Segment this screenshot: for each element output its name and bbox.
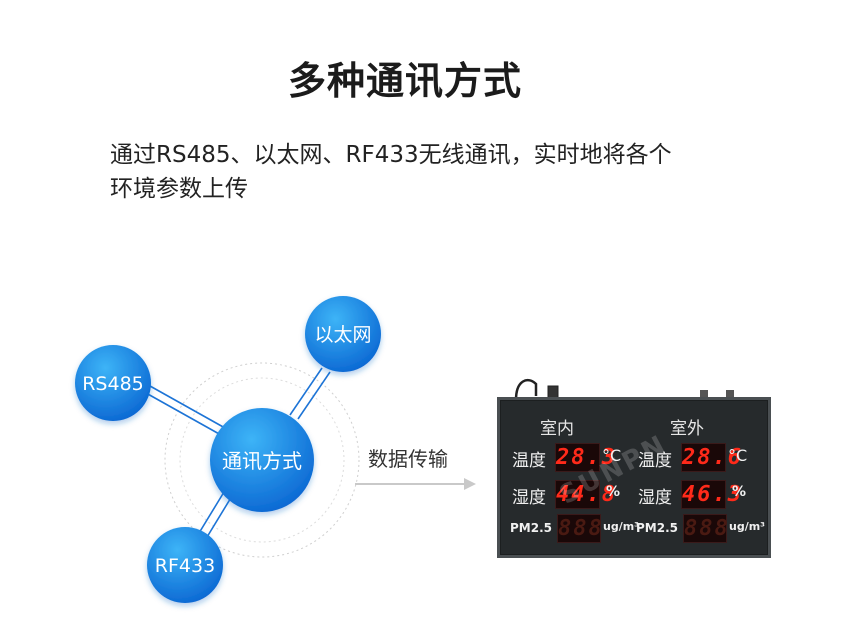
- outdoor-pm-value: 888: [683, 514, 730, 543]
- node-center: 通讯方式: [210, 408, 314, 512]
- node-center-label: 通讯方式: [222, 449, 302, 473]
- outdoor-temp-label: 温度: [638, 451, 672, 471]
- outdoor-temp-value: 28.6: [681, 443, 743, 472]
- connector-rf433: [195, 491, 233, 543]
- outdoor-temp-unit: °C: [728, 446, 748, 465]
- led-display-board: 室内 室外 温度 28.3 °C 温度 28.6 °C 湿度 44.8 % 湿度…: [497, 397, 771, 558]
- indoor-temp-unit: °C: [602, 446, 622, 465]
- node-rf433: RF433: [147, 527, 223, 603]
- indoor-pm-label: PM2.5: [510, 521, 552, 535]
- node-rs485: RS485: [75, 345, 151, 421]
- indoor-pm-unit: ug/m³: [603, 520, 640, 533]
- orbit-ring-inner: [179, 377, 345, 543]
- arrow-label: 数据传输: [368, 447, 448, 471]
- transfer-arrow: [355, 478, 476, 490]
- indoor-pm-value: 888: [557, 514, 604, 543]
- outdoor-humidity-value: 46.3: [681, 480, 743, 509]
- outdoor-header: 室外: [670, 419, 704, 439]
- indoor-temp-label: 温度: [512, 451, 546, 471]
- connector-ethernet: [289, 367, 331, 420]
- description-line-2: 环境参数上传: [110, 176, 248, 202]
- orbit-ring-outer: [164, 362, 360, 558]
- node-rf433-label: RF433: [155, 555, 215, 577]
- outdoor-humidity-label: 湿度: [638, 488, 672, 508]
- description-line-1: 通过RS485、以太网、RF433无线通讯，实时地将各个: [110, 142, 672, 168]
- connector-rs485: [145, 385, 226, 436]
- description: 通过RS485、以太网、RF433无线通讯，实时地将各个 环境参数上传: [110, 138, 770, 206]
- mount-brackets: [700, 390, 734, 398]
- node-ethernet: 以太网: [305, 296, 381, 372]
- indoor-humidity-unit: %: [606, 484, 621, 500]
- indoor-header: 室内: [540, 419, 574, 439]
- outdoor-pm-label: PM2.5: [636, 521, 678, 535]
- indoor-humidity-label: 湿度: [512, 488, 546, 508]
- outdoor-humidity-unit: %: [732, 484, 747, 500]
- node-rs485-label: RS485: [82, 373, 144, 395]
- outdoor-pm-unit: ug/m³: [729, 520, 766, 533]
- node-ethernet-label: 以太网: [314, 324, 371, 346]
- page-title: 多种通讯方式: [287, 59, 522, 103]
